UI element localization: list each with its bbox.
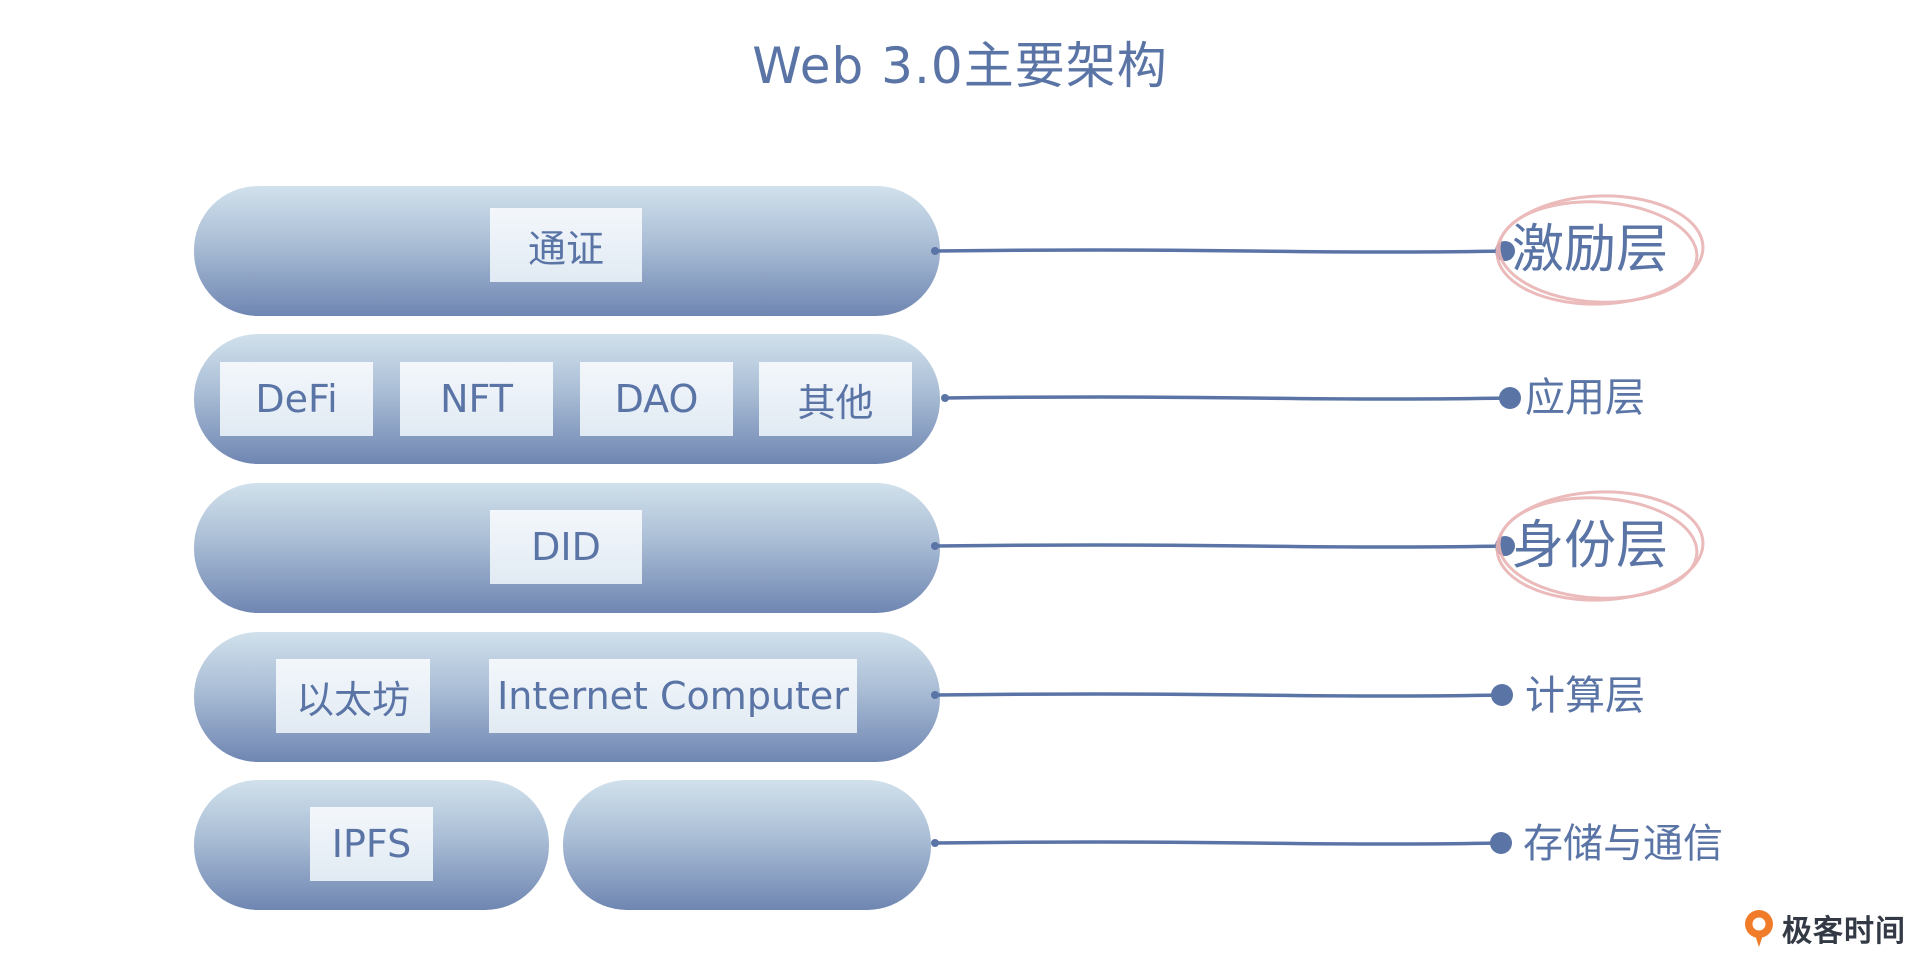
connector-identity-dot [931,542,939,550]
label-storage: 存储与通信 [1523,821,1723,867]
highlight-circle-incentive-2 [1497,200,1699,304]
item-ethereum: 以太坊 [276,659,430,733]
highlight-circle-identity [1495,490,1705,602]
connector-identity [933,543,1507,549]
layer-storage-right [563,780,931,910]
item-nft: NFT [400,362,553,436]
connector-storage-dot [931,839,939,847]
item-other: 其他 [759,362,912,436]
item-defi: DeFi [220,362,373,436]
label-application: 应用层 [1525,375,1645,421]
connector-storage [933,840,1500,846]
connector-incentive [933,248,1507,254]
highlight-circle-identity-2 [1497,496,1699,600]
item-ipfs: IPFS [310,807,433,881]
highlight-circle-incentive [1495,194,1705,306]
label-identity: 身份层 [1512,516,1669,576]
connector-application-dot [941,394,949,402]
connector-storage-end-dot [1490,832,1512,854]
connector-application-end-dot [1499,387,1521,409]
brand-name: 极客时间 [1782,914,1906,949]
page-title: Web 3.0主要架构 [752,37,1168,95]
item-dao: DAO [580,362,733,436]
connector-application [943,395,1510,401]
connector-incentive-dot [931,247,939,255]
connector-compute-dot [931,691,939,699]
label-compute: 计算层 [1525,673,1645,719]
item-did: DID [490,510,642,584]
item-token: 通证 [490,208,642,282]
label-incentive: 激励层 [1512,220,1669,280]
connector-compute-end-dot [1491,684,1513,706]
geektime-logo-icon [1745,910,1773,947]
connector-compute [933,692,1502,698]
brand: 极客时间 [1742,906,1906,950]
item-internet-computer: Internet Computer [489,659,857,733]
